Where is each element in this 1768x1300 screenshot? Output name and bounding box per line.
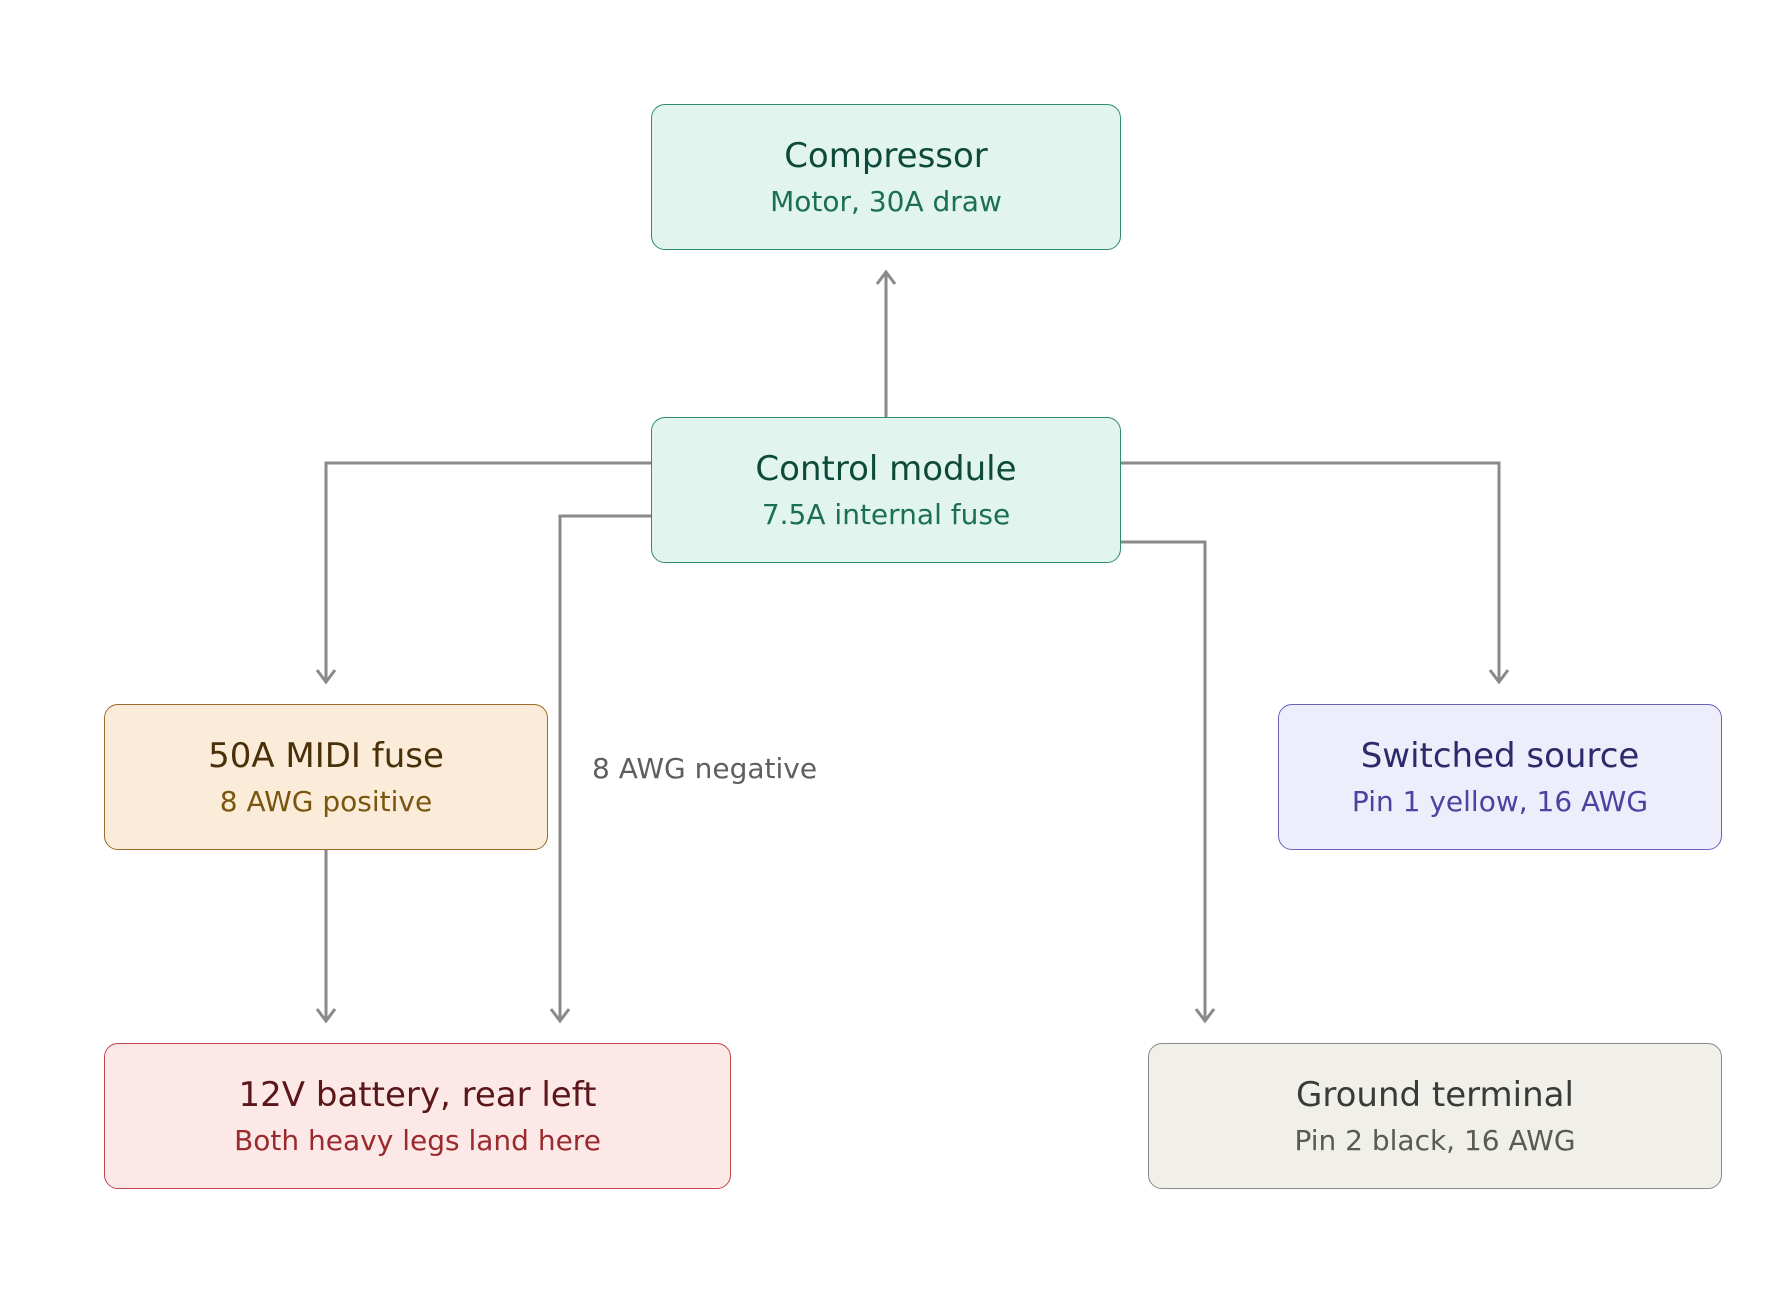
arrowhead-battery-negative (549, 1008, 571, 1024)
switched-source-title: Switched source (1360, 735, 1640, 776)
midi-fuse-subtitle: 8 AWG positive (219, 784, 433, 818)
compressor-subtitle: Motor, 30A draw (770, 184, 1002, 218)
control-module-node: Control module 7.5A internal fuse (651, 417, 1121, 563)
wire-control-to-midi-fuse (324, 461, 651, 682)
arrowhead-ground (1194, 1008, 1216, 1024)
compressor-title: Compressor (784, 135, 988, 176)
midi-fuse-node: 50A MIDI fuse 8 AWG positive (104, 704, 548, 850)
battery-subtitle: Both heavy legs land here (234, 1123, 601, 1157)
arrowhead-compressor (875, 269, 897, 285)
battery-title: 12V battery, rear left (238, 1074, 597, 1115)
compressor-node: Compressor Motor, 30A draw (651, 104, 1121, 250)
arrowhead-battery-positive (315, 1008, 337, 1024)
wire-control-to-ground (1121, 540, 1207, 1021)
midi-fuse-title: 50A MIDI fuse (208, 735, 444, 776)
battery-node: 12V battery, rear left Both heavy legs l… (104, 1043, 731, 1189)
control-module-title: Control module (755, 448, 1017, 489)
ground-terminal-subtitle: Pin 2 black, 16 AWG (1294, 1123, 1576, 1157)
control-module-subtitle: 7.5A internal fuse (761, 497, 1011, 531)
arrowhead-midi-fuse (315, 669, 337, 685)
arrowhead-switched-source (1488, 669, 1510, 685)
wire-control-to-switched-source (1121, 461, 1501, 682)
ground-terminal-title: Ground terminal (1296, 1074, 1574, 1115)
negative-wire-label: 8 AWG negative (592, 752, 818, 785)
switched-source-subtitle: Pin 1 yellow, 16 AWG (1351, 784, 1649, 818)
ground-terminal-node: Ground terminal Pin 2 black, 16 AWG (1148, 1043, 1722, 1189)
switched-source-node: Switched source Pin 1 yellow, 16 AWG (1278, 704, 1722, 850)
wire-control-to-battery-negative (558, 514, 651, 1021)
